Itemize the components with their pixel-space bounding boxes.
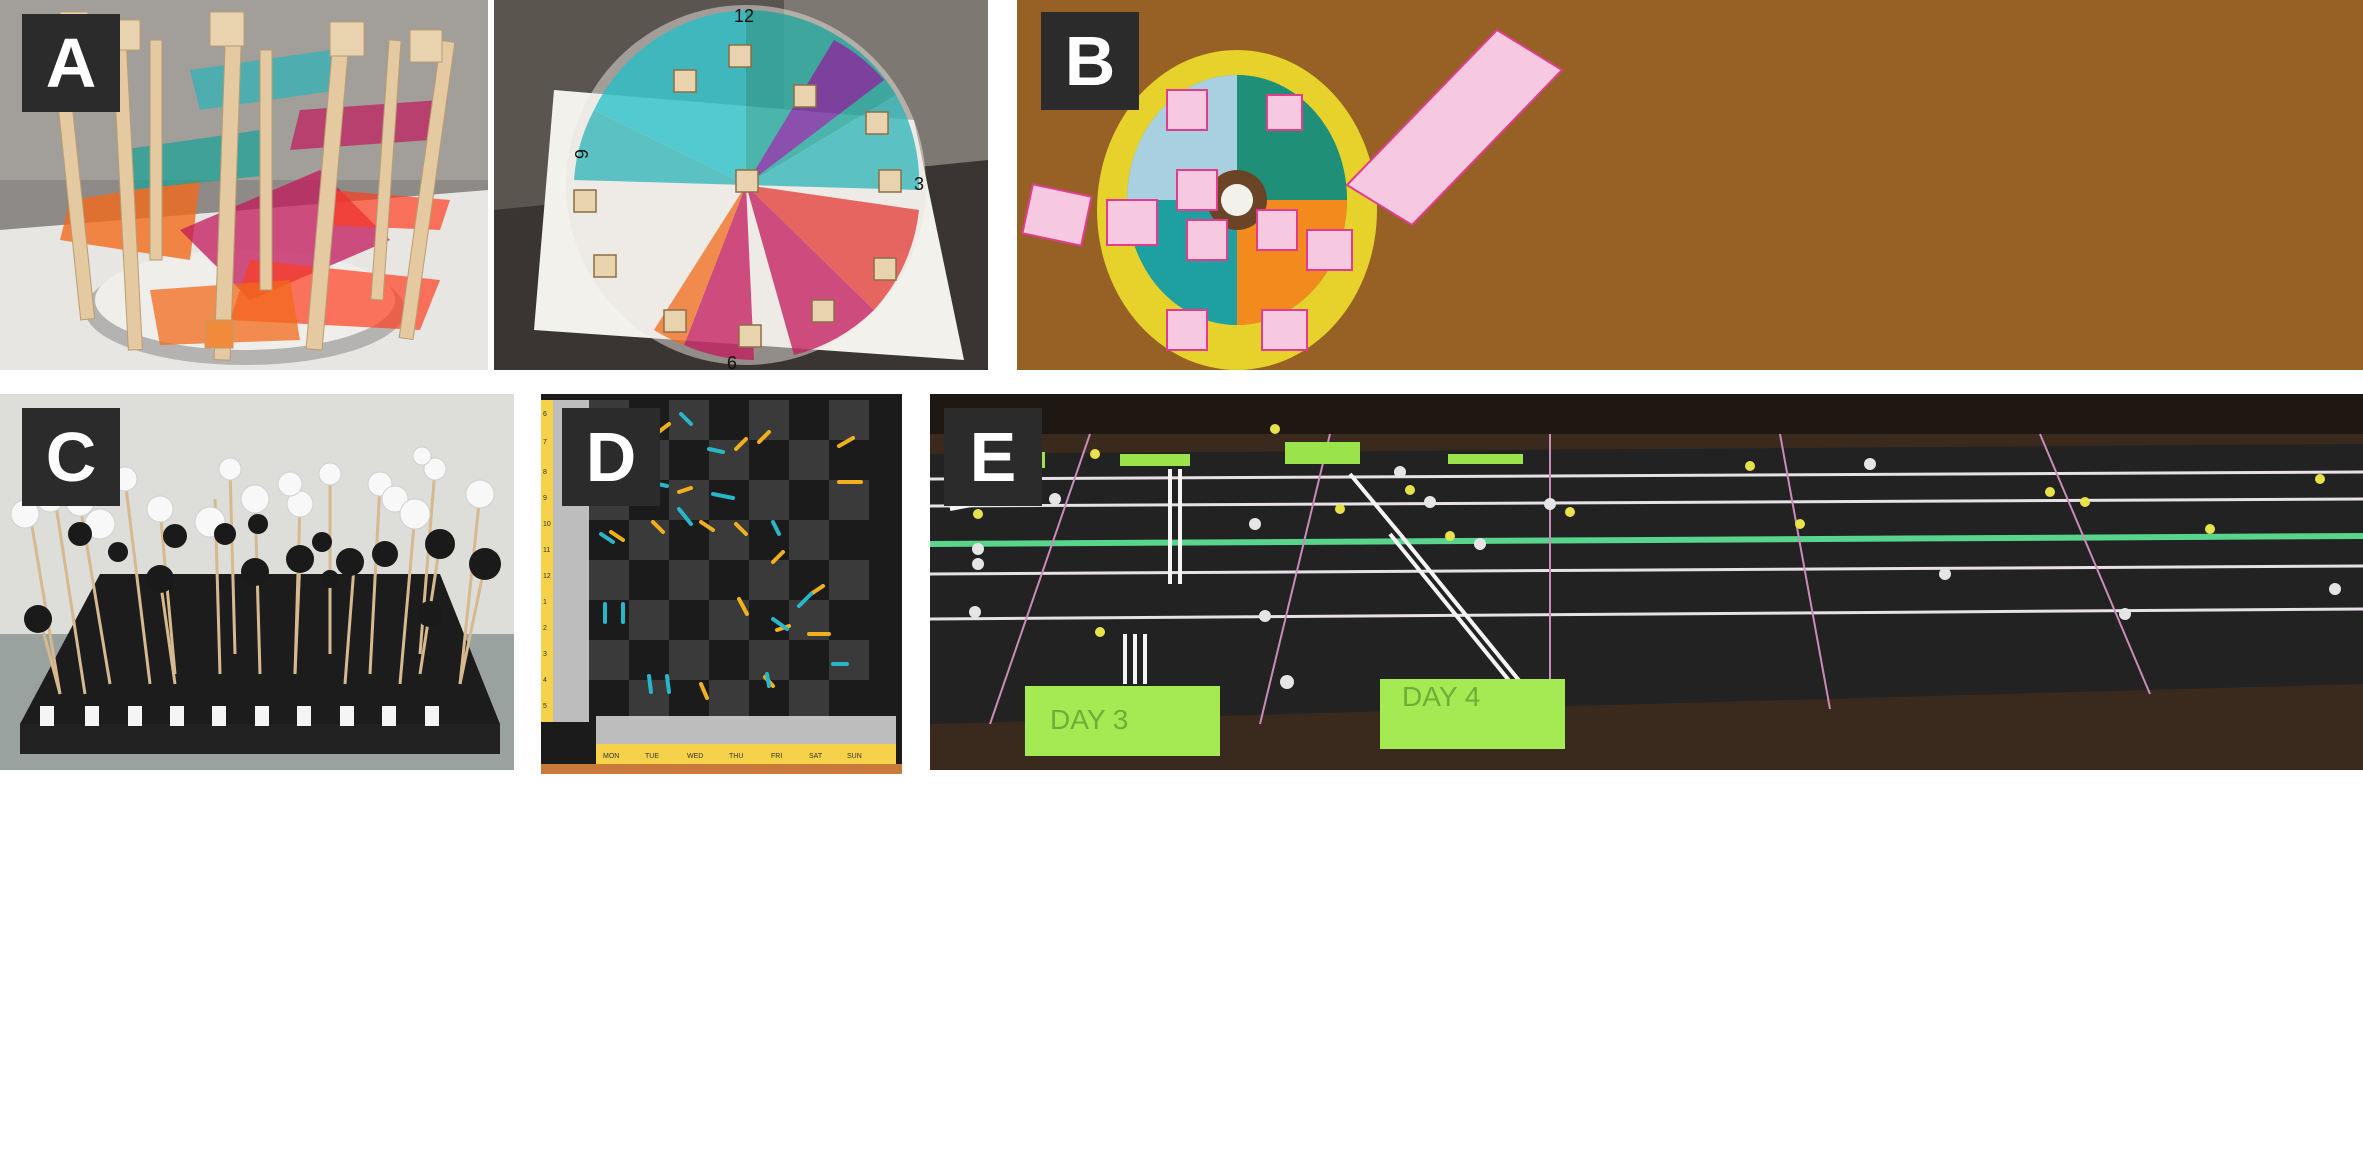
clock-number-12: 12 xyxy=(734,6,754,26)
panel-b-photo xyxy=(1017,0,2363,370)
panel-label-e: E xyxy=(944,408,1042,506)
weekday-thu: THU xyxy=(729,753,743,760)
panel-label-a: A xyxy=(22,14,120,112)
weekday-tue: TUE xyxy=(645,753,659,760)
row-number-4: 4 xyxy=(543,677,547,684)
panel-c-photo xyxy=(0,394,514,770)
panel-a-photo-right: 12 3 6 9 xyxy=(494,0,988,370)
row-number-7: 7 xyxy=(543,439,547,446)
weekday-wed: WED xyxy=(687,753,703,760)
row-number-2: 2 xyxy=(543,625,547,632)
day-4-tag xyxy=(1380,679,1565,749)
weekday-sat: SAT xyxy=(809,753,823,760)
weekday-mon: MON xyxy=(603,753,619,760)
row-number-6: 6 xyxy=(543,411,547,418)
panel-label-d: D xyxy=(562,408,660,506)
clock-number-6: 6 xyxy=(571,149,591,159)
panel-a-photo-left xyxy=(0,0,488,370)
panel-label-b: B xyxy=(1041,12,1139,110)
clock-number-3: 3 xyxy=(914,174,924,194)
clock-number-9: 9 xyxy=(727,352,737,370)
weekday-sun: SUN xyxy=(847,753,862,760)
row-number-10: 10 xyxy=(543,521,551,528)
row-number-9: 9 xyxy=(543,495,547,502)
panel-label-c: C xyxy=(22,408,120,506)
row-number-1: 1 xyxy=(543,599,547,606)
row-number-11: 11 xyxy=(543,547,550,554)
day-4-label: DAY 4 xyxy=(1402,681,1480,712)
day-3-tag xyxy=(1025,686,1220,756)
row-number-12: 12 xyxy=(543,573,551,580)
row-number-8: 8 xyxy=(543,469,547,476)
day-3-label: DAY 3 xyxy=(1050,704,1128,735)
weekday-fri: FRI xyxy=(771,753,782,760)
panel-e-photo: DAY 3 DAY 4 xyxy=(930,394,2363,770)
row-number-5: 5 xyxy=(543,703,547,710)
row-number-3: 3 xyxy=(543,651,547,658)
